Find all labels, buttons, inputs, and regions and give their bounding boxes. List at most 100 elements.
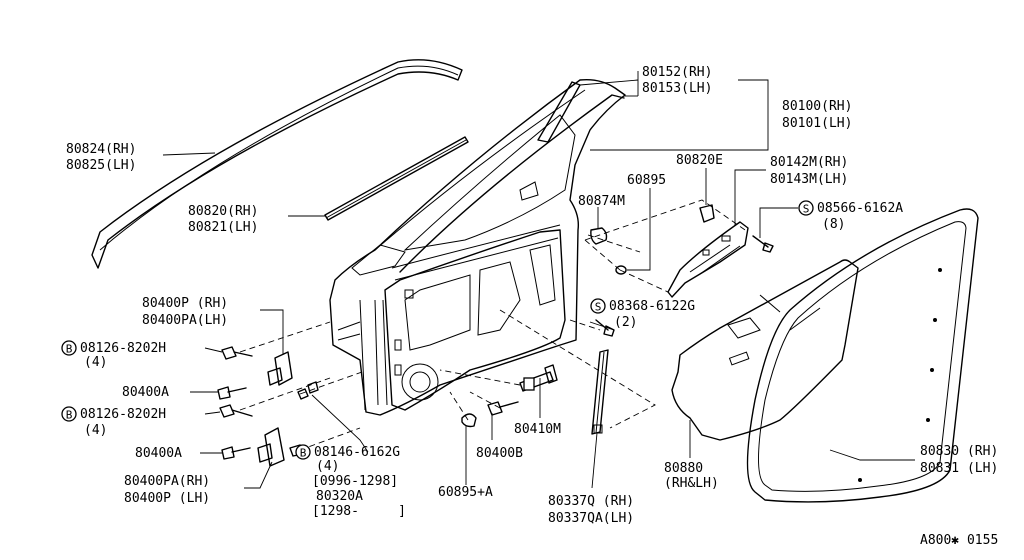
callout-line: 60895 [627,173,666,188]
callout-line: 60895+A [438,485,493,500]
svg-text:B: B [66,409,73,422]
grommet-icon [615,265,627,275]
callout-door-guide: 80337Q (RH) 80337QA(LH) [548,494,634,526]
callout-line: 80142M(RH) [770,155,848,170]
callout-line: 80820E [676,153,723,168]
callout-line: 80153(LH) [642,81,712,96]
callout-weatherstrip-outer: 80820(RH) 80821(LH) [188,204,258,235]
callout-line: 80831 (LH) [920,461,998,476]
svg-text:S: S [595,301,602,314]
hinge-icon [257,427,285,467]
bolt-symbol: B [61,406,77,422]
callout-line: 08146-6162G [314,445,400,460]
callout-sealing-screen: 80880 (RH&LH) [664,461,719,491]
sealing-screen-icon [671,259,859,441]
svg-text:S: S [803,203,810,216]
callout-line: (8) [822,217,845,232]
callout-line: 80825(LH) [66,158,136,173]
callout-line: 80410M [514,422,561,437]
callout-hinge-pin-80400b: 80400B [476,446,523,461]
callout-door-assembly: 80100(RH) 80101(LH) [782,99,852,131]
callout-line: 80400PA(LH) [142,313,228,328]
screw-symbol: S [590,298,606,314]
callout-line: 80400P (RH) [142,296,228,311]
hinge-icon [267,351,293,386]
callout-line: 80400A [122,385,169,400]
callout-line: (RH&LH) [664,476,719,491]
screw-icon [752,235,774,253]
callout-hinge-pin-upper: 80400A [122,385,169,400]
callout-screw-08566: 08566-6162A (8) [817,201,903,232]
weatherstrip-molding-icon [91,59,463,269]
door-shell-icon [329,78,626,416]
bolt-icon [217,386,247,400]
callout-line: 08368-6122G [609,299,695,314]
bolt-icon [221,446,251,460]
screw-icon [595,319,615,337]
bolt-icon [219,404,253,418]
callout-clip-80820e: 80820E [676,153,723,168]
callout-door-weatherstrip: 80830 (RH) 80831 (LH) [920,444,998,476]
clip-icon [699,204,715,223]
callout-window-frame-molding: 80152(RH) 80153(LH) [642,65,712,96]
callout-line: 80820(RH) [188,204,258,219]
callout-bolt-08146: 08146-6162G (4) [0996-1298] 80320A [1298… [312,445,406,519]
svg-text:B: B [66,343,73,356]
callout-lower-hinge: 80400PA(RH) 80400P (LH) [124,474,210,506]
callout-line: (2) [614,315,637,330]
callout-upper-hinge: 80400P (RH) 80400PA(LH) [142,296,228,328]
bolt-symbol: B [295,444,311,460]
callout-line: 80400PA(RH) [124,474,210,489]
figure-code: A800✱ 0155 [920,533,998,548]
callout-line: 80100(RH) [782,99,852,114]
grommet-icon [461,413,477,428]
callout-bolt-08126-lower: 08126-8202H (4) [80,407,166,438]
guide-rail-icon [591,349,609,435]
callout-line: 80824(RH) [66,142,136,157]
callout-line: 80880 [664,461,703,476]
callout-line: (4) [84,355,107,370]
callout-line: 80337Q (RH) [548,494,634,509]
corner-finisher-icon [667,221,749,298]
callout-line: 80101(LH) [782,116,852,131]
callout-mirror-corner-finisher: 80142M(RH) 80143M(LH) [770,155,848,187]
callout-hinge-pin-lower: 80400A [135,446,182,461]
window-molding-icon [399,81,625,273]
callout-line: 80400B [476,446,523,461]
callout-check-link: 80410M [514,422,561,437]
door-seal-icon [746,208,979,503]
dashed-assembly-lines [239,199,749,451]
callout-line: 80337QA(LH) [548,511,634,526]
screw-symbol: S [798,200,814,216]
bolt-icon [221,346,253,360]
svg-text:B: B [300,447,307,460]
callout-bolt-08126-upper: 08126-8202H (4) [80,341,166,370]
callout-line: (4) [84,423,107,438]
callout-line: 80874M [578,194,625,209]
check-link-icon [519,364,558,392]
callout-line: 80400P (LH) [124,491,210,506]
callout-line: 08126-8202H [80,407,166,422]
grommet-icon [590,227,608,245]
bolt-icon [487,401,519,416]
callout-screw-08368: 08368-6122G (2) [609,299,695,330]
callout-line: 08566-6162A [817,201,903,216]
callout-line: 80143M(LH) [770,172,848,187]
callout-line: 80152(RH) [642,65,712,80]
callout-line: [0996-1298] [312,474,398,489]
bolt-symbol: B [61,340,77,356]
callout-line: 80821(LH) [188,220,258,235]
leader-lines [162,71,915,489]
callout-grommet-60895: 60895 [627,173,666,188]
callout-line: (4) [316,459,339,474]
callout-line: [1298- ] [312,504,406,519]
callout-line: 80320A [316,489,363,504]
callout-line: 80400A [135,446,182,461]
callout-line: 80830 (RH) [920,444,998,459]
callout-line: 08126-8202H [80,341,166,356]
weatherstrip-outer-icon [324,136,469,221]
callout-outer-molding-top: 80824(RH) 80825(LH) [66,142,136,173]
callout-grommet-60895a: 60895+A [438,485,493,500]
callout-plug-80874m: 80874M [578,194,625,209]
